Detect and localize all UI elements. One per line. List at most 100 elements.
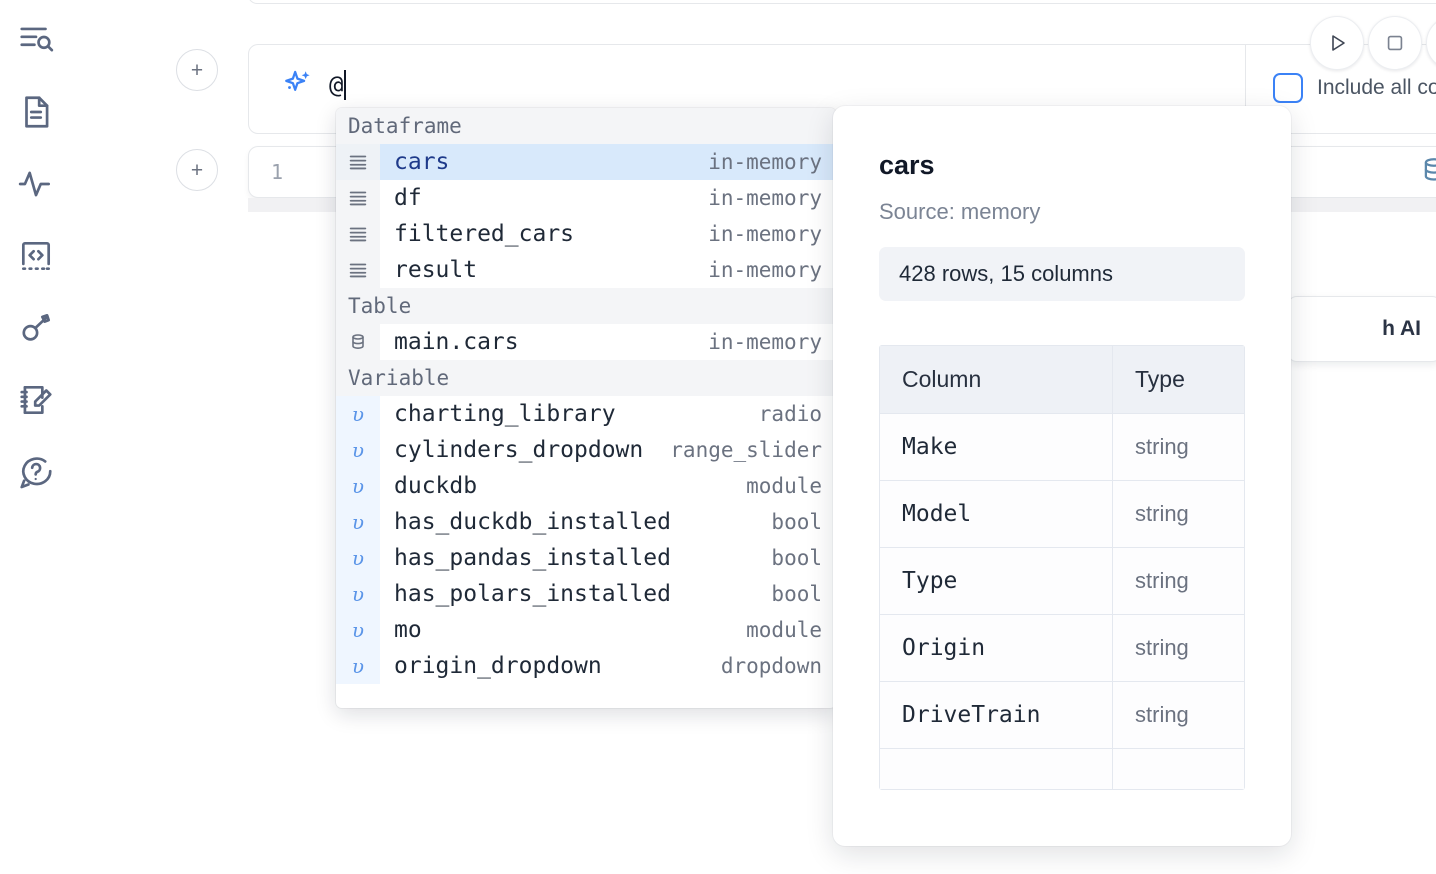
autocomplete-item[interactable]: υ cylinders_dropdown range_slider bbox=[336, 432, 836, 468]
preview-column-type: string bbox=[1135, 434, 1189, 459]
autocomplete-item-name: cars bbox=[394, 149, 450, 175]
autocomplete-item[interactable]: cars in-memory bbox=[336, 144, 836, 180]
snippets-code-icon[interactable] bbox=[14, 234, 58, 278]
preview-table-row-partial bbox=[880, 748, 1244, 789]
include-all-code-label: Include all code bbox=[1317, 76, 1436, 99]
autocomplete-item-name: cylinders_dropdown bbox=[394, 437, 644, 463]
preview-table-row: Model string bbox=[880, 480, 1244, 547]
line-number: 1 bbox=[270, 160, 284, 184]
preview-column-name: Make bbox=[880, 414, 1113, 480]
explore-outline-icon[interactable] bbox=[14, 18, 58, 62]
preview-shape: 428 rows, 15 columns bbox=[879, 247, 1245, 301]
variable-icon: υ bbox=[336, 576, 380, 612]
database-icon bbox=[336, 324, 380, 360]
autocomplete-item-type: module bbox=[746, 474, 822, 498]
generate-with-ai-chip[interactable]: h AI bbox=[1287, 296, 1436, 362]
variable-icon: υ bbox=[336, 612, 380, 648]
autocomplete-item-type: range_slider bbox=[670, 438, 822, 462]
text-caret bbox=[344, 70, 347, 100]
preview-column-type: string bbox=[1135, 501, 1189, 526]
include-all-code-checkbox[interactable] bbox=[1273, 73, 1303, 103]
file-explorer-icon[interactable] bbox=[14, 90, 58, 134]
autocomplete-item[interactable]: υ origin_dropdown dropdown bbox=[336, 648, 836, 684]
dataframe-lines-icon bbox=[336, 144, 380, 180]
autocomplete-item-type: radio bbox=[758, 402, 822, 426]
preview-column-type: string bbox=[1135, 702, 1189, 727]
autocomplete-item-type: in-memory bbox=[708, 258, 822, 282]
preview-column-header: Column bbox=[880, 346, 1113, 413]
autocomplete-item[interactable]: result in-memory bbox=[336, 252, 836, 288]
autocomplete-item-name: origin_dropdown bbox=[394, 653, 602, 679]
autocomplete-item-name: duckdb bbox=[394, 473, 478, 499]
preview-table-row: Origin string bbox=[880, 614, 1244, 681]
autocomplete-group-header: Dataframe bbox=[336, 108, 836, 144]
autocomplete-item-type: in-memory bbox=[708, 150, 822, 174]
autocomplete-item-type: bool bbox=[771, 510, 822, 534]
activity-icon[interactable] bbox=[14, 162, 58, 206]
autocomplete-item-name: filtered_cars bbox=[394, 221, 575, 247]
autocomplete-item-name: has_duckdb_installed bbox=[394, 509, 671, 535]
autocomplete-item-name: result bbox=[394, 257, 478, 283]
run-button[interactable] bbox=[1310, 16, 1364, 70]
sparkles-icon bbox=[281, 67, 315, 101]
previous-cell[interactable] bbox=[248, 0, 1436, 4]
ai-bar-divider bbox=[1245, 45, 1246, 135]
preview-column-type: string bbox=[1135, 568, 1189, 593]
secrets-key-icon[interactable] bbox=[14, 306, 58, 350]
add-cell-above-button[interactable]: + bbox=[176, 49, 218, 91]
preview-table-row: DriveTrain string bbox=[880, 681, 1244, 748]
autocomplete-item[interactable]: υ has_polars_installed bool bbox=[336, 576, 836, 612]
preview-type-header: Type bbox=[1135, 366, 1185, 392]
preview-column-name: Model bbox=[880, 481, 1113, 547]
scratchpad-edit-icon[interactable] bbox=[14, 378, 58, 422]
preview-column-name bbox=[880, 749, 1113, 789]
autocomplete-item-name: charting_library bbox=[394, 401, 616, 427]
autocomplete-item-type: in-memory bbox=[708, 222, 822, 246]
autocomplete-item[interactable]: filtered_cars in-memory bbox=[336, 216, 836, 252]
variable-icon: υ bbox=[336, 648, 380, 684]
autocomplete-item-type: in-memory bbox=[708, 186, 822, 210]
preview-column-type bbox=[1113, 749, 1244, 789]
dataframe-lines-icon bbox=[336, 180, 380, 216]
preview-column-type: string bbox=[1135, 635, 1189, 660]
add-cell-below-button[interactable]: + bbox=[176, 149, 218, 191]
autocomplete-item[interactable]: υ has_duckdb_installed bool bbox=[336, 504, 836, 540]
preview-source: Source: memory bbox=[879, 199, 1041, 224]
variable-icon: υ bbox=[336, 432, 380, 468]
ai-prompt-left: @ bbox=[249, 45, 347, 101]
autocomplete-item-name: has_pandas_installed bbox=[394, 545, 671, 571]
ai-prompt-input[interactable]: @ bbox=[329, 68, 347, 100]
dataframe-lines-icon bbox=[336, 216, 380, 252]
cell-output-icons: M↓ bbox=[1419, 147, 1436, 197]
preview-column-name: DriveTrain bbox=[880, 682, 1113, 748]
stop-button[interactable] bbox=[1368, 16, 1422, 70]
preview-table-row: Make string bbox=[880, 413, 1244, 480]
preview-column-name: Type bbox=[880, 548, 1113, 614]
autocomplete-item-name: df bbox=[394, 185, 422, 211]
help-chat-icon[interactable] bbox=[14, 450, 58, 494]
autocomplete-item[interactable]: df in-memory bbox=[336, 180, 836, 216]
autocomplete-item-type: bool bbox=[771, 582, 822, 606]
variable-icon: υ bbox=[336, 468, 380, 504]
autocomplete-item-name: has_polars_installed bbox=[394, 581, 671, 607]
preview-table-header: Column Type bbox=[880, 346, 1244, 413]
variable-icon: υ bbox=[336, 504, 380, 540]
autocomplete-item-type: module bbox=[746, 618, 822, 642]
include-all-code-control[interactable]: Include all code bbox=[1273, 73, 1436, 103]
variable-icon: υ bbox=[336, 540, 380, 576]
preview-column-name: Origin bbox=[880, 615, 1113, 681]
dataframe-lines-icon bbox=[336, 252, 380, 288]
autocomplete-item-name: mo bbox=[394, 617, 422, 643]
ai-prompt-value: @ bbox=[329, 71, 344, 99]
database-icon[interactable] bbox=[1419, 155, 1436, 190]
autocomplete-item-type: dropdown bbox=[720, 654, 822, 678]
preview-title: cars bbox=[879, 150, 935, 180]
